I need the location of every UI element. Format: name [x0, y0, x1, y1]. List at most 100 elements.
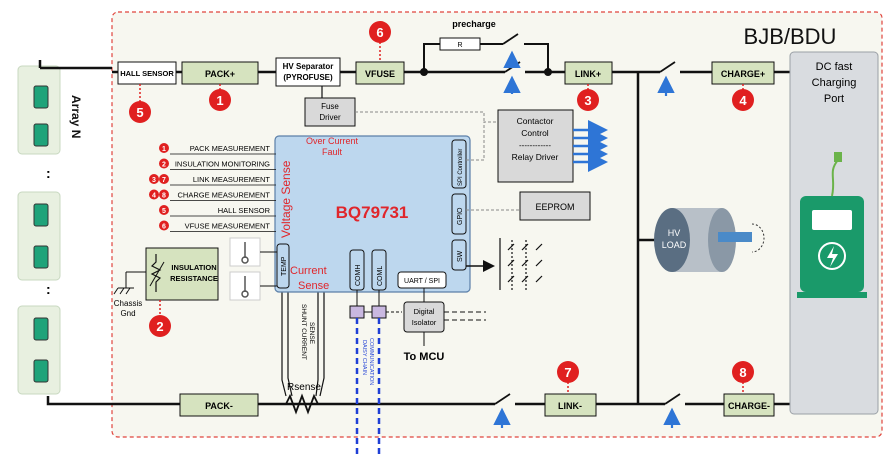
badge-4-icon — [149, 189, 159, 200]
svg-text:Charging: Charging — [812, 77, 857, 89]
svg-text:UART / SPI: UART / SPI — [404, 278, 440, 285]
svg-text:DC fast: DC fast — [816, 61, 853, 73]
badge-number: 5 — [136, 105, 143, 120]
eeprom-box: EEPROM — [519, 191, 591, 221]
svg-text:LOAD: LOAD — [662, 240, 687, 250]
link-plus-box: LINK+ — [564, 61, 613, 85]
badge-8-icon — [159, 189, 169, 200]
badge-number: 1 — [216, 93, 223, 108]
svg-text:PACK-: PACK- — [205, 401, 233, 411]
bq79731-chip: BQ79731 Over Current Fault Voltage Sense… — [274, 135, 471, 293]
hv-load-motor: HV LOAD — [654, 208, 765, 272]
link-minus-box: LINK- — [544, 393, 597, 417]
charging-port: DC fast Charging Port — [789, 51, 879, 415]
insulation-resistance-box: INSULATION RESISTANCE — [145, 247, 219, 301]
pack-minus-box: PACK- — [179, 393, 259, 417]
contactor-control-box: Contactor Control ------------ Relay Dri… — [497, 109, 574, 183]
chip-name: BQ79731 — [336, 203, 409, 222]
power-wires — [38, 60, 790, 406]
battery-array: Array N : : — [17, 65, 83, 395]
svg-text:Driver: Driver — [319, 113, 341, 122]
svg-text:COMH: COMH — [355, 265, 362, 286]
measurement-label: LINK MEASUREMENT — [193, 175, 271, 184]
charging-bolt-icon — [818, 242, 846, 270]
svg-text:Isolator: Isolator — [412, 318, 437, 327]
hall-sensor-box: HALL SENSOR — [117, 61, 177, 85]
svg-text:Relay Driver: Relay Driver — [512, 152, 559, 162]
battery-cell-icon — [33, 317, 49, 341]
battery-cell-icon — [33, 245, 49, 269]
svg-text:Contactor: Contactor — [517, 116, 554, 126]
svg-text:COML: COML — [377, 266, 384, 286]
badge-8: 8 — [732, 361, 754, 394]
measurement-badge-number: 4 — [152, 193, 156, 200]
shunt-sense-lines — [281, 292, 325, 397]
badge-number: 6 — [376, 25, 383, 40]
svg-text:CHARGE+: CHARGE+ — [721, 69, 765, 79]
relay-output-arrows — [573, 120, 608, 172]
badge-3-icon — [149, 174, 159, 184]
precharge-label: precharge — [452, 19, 496, 29]
measurement-badge-number: 3 — [152, 177, 156, 184]
resistor-r-label: R — [457, 42, 462, 49]
svg-text:RESISTANCE: RESISTANCE — [170, 274, 218, 283]
daisy-chain: DAISY CHAIN COMMUNICATION — [349, 290, 402, 458]
fuse-driver-box: Fuse Driver — [304, 97, 356, 127]
svg-text:VFUSE: VFUSE — [365, 69, 395, 79]
badge-5-icon — [159, 205, 169, 215]
vfuse-box: VFUSE — [355, 61, 405, 85]
pack-plus-box: PACK+ — [181, 61, 259, 85]
control-bus-lines — [355, 111, 520, 211]
svg-text:INSULATION: INSULATION — [171, 263, 216, 272]
battery-cell-icon — [33, 123, 49, 147]
chassis-gnd-2: Gnd — [120, 309, 135, 318]
shunt-label-1: SHUNT CURRENT — [300, 304, 307, 360]
svg-text:HV: HV — [668, 228, 681, 238]
rsense-resistor: Rsense — [262, 382, 330, 415]
actuator-arrows — [493, 50, 681, 428]
page-title: BJB/BDU — [744, 24, 837, 49]
badge-7-icon — [159, 174, 169, 184]
measurement-badge-number: 6 — [162, 224, 166, 231]
charge-minus-box: CHARGE- — [723, 393, 775, 417]
ellipsis-2: : — [46, 281, 51, 297]
measurement-label: CHARGE MEASUREMENT — [177, 191, 270, 200]
measurement-badge-number: 8 — [162, 193, 166, 200]
badge-1-icon — [159, 143, 169, 153]
svg-text:Port: Port — [824, 93, 844, 105]
badge-number: 8 — [739, 365, 746, 380]
badge-6-icon — [159, 220, 169, 231]
svg-text:Digital: Digital — [414, 307, 435, 316]
svg-text:TEMP: TEMP — [281, 256, 288, 276]
precharge-branch — [420, 37, 552, 76]
badge-number: 3 — [584, 93, 591, 108]
over-current-2: Fault — [322, 147, 343, 157]
badge-7: 7 — [557, 361, 579, 394]
badge-6: 6 — [369, 21, 391, 62]
svg-text:SPI Controller: SPI Controller — [458, 149, 464, 186]
measurement-label: HALL SENSOR — [218, 206, 271, 215]
badge-number: 7 — [564, 365, 571, 380]
temperature-sensors — [229, 237, 277, 301]
svg-text:LINK+: LINK+ — [575, 69, 601, 79]
voltage-sense-label: Voltage Sense — [279, 160, 293, 238]
svg-text:Control: Control — [521, 128, 549, 138]
svg-text:SW: SW — [457, 250, 464, 262]
badge-2-icon — [159, 158, 169, 169]
to-mcu-label: To MCU — [404, 351, 445, 363]
svg-text:COMMUNICATION: COMMUNICATION — [368, 338, 374, 385]
badge-4: 4 — [732, 84, 754, 111]
current-sense-1: Current — [290, 265, 327, 277]
badge-number: 2 — [156, 319, 163, 334]
svg-text:LINK-: LINK- — [558, 401, 582, 411]
chassis-ground-icon — [113, 271, 146, 295]
badge-number: 4 — [739, 93, 747, 108]
measurement-label: VFUSE MEASUREMENT — [185, 222, 271, 231]
